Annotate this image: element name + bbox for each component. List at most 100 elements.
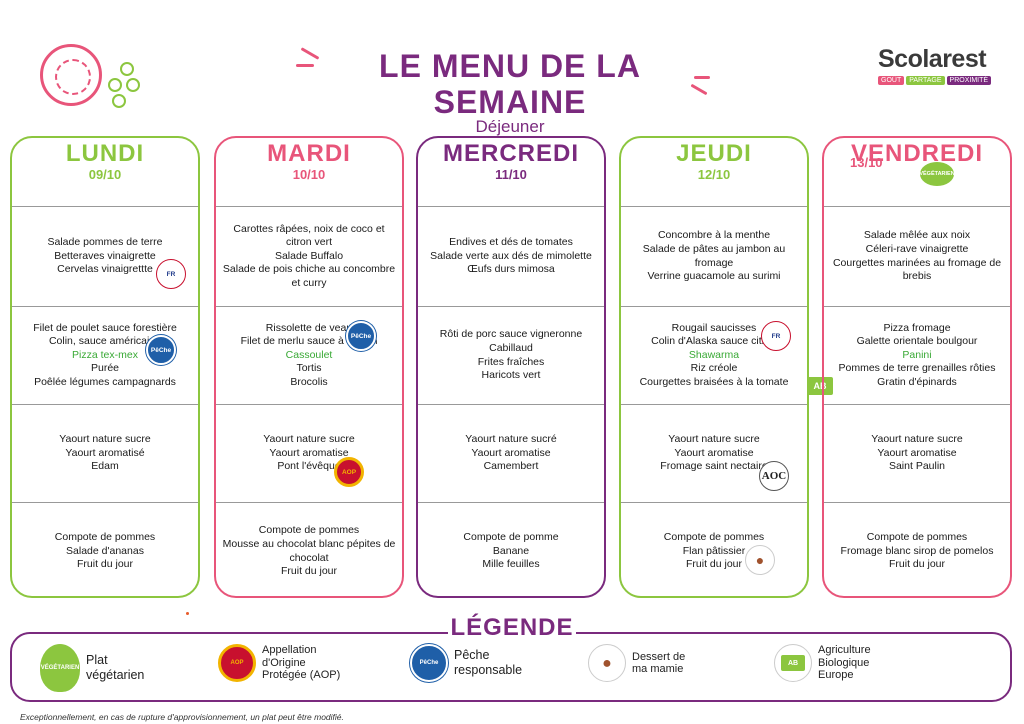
- menu-item: Concombre à la menthe: [657, 229, 771, 242]
- eu-organic-icon: AB: [807, 377, 833, 395]
- peche-responsable-icon: PêChe: [346, 321, 376, 351]
- menu-item: Fruit du jour: [280, 565, 338, 578]
- menu-item: Frites fraîches: [477, 355, 545, 368]
- menu-item: Poêlée légumes campagnards: [34, 375, 176, 388]
- eu-organic-icon: AB: [774, 644, 812, 682]
- menu-item: Yaourt nature sucré: [465, 433, 557, 446]
- menu-item: Panini: [902, 348, 932, 361]
- menu-item: Edam: [91, 460, 119, 473]
- menu-item: Yaourt aromatise: [877, 446, 957, 459]
- scolarest-logo: Scolarest GOÛT PARTAGE PROXIMITÉ: [878, 46, 1012, 96]
- cupcake-icon: ●: [588, 644, 626, 682]
- stray-dot: [186, 612, 189, 615]
- menu-item: Filet de poulet sauce forestière: [33, 321, 177, 334]
- menu-item: Salade mêlée aux noix: [863, 229, 971, 242]
- menu-item: Salade de pâtes au jambon au fromage: [642, 242, 786, 269]
- legend-title: LÉGENDE: [448, 612, 576, 644]
- pea-decoration: [120, 62, 134, 76]
- menu-item: Yaourt nature sucre: [59, 433, 151, 446]
- peche-icon-text: PêChe: [419, 659, 439, 666]
- pizza-illustration: [40, 44, 102, 106]
- day-name: VENDREDI: [850, 140, 984, 167]
- logo-tag-1: GOÛT: [878, 76, 905, 85]
- menu-item: Salade Buffalo: [274, 249, 344, 262]
- legend-item-peche: PêChe Pêche responsable: [410, 644, 522, 682]
- day-name: MARDI: [267, 140, 351, 167]
- menu-item: Compote de pommes: [866, 531, 968, 544]
- menu-item: Compote de pommes: [258, 524, 360, 537]
- menu-item: Mille feuilles: [482, 558, 540, 571]
- day-date: 10/10: [292, 167, 326, 182]
- menu-item: Camembert: [483, 460, 539, 473]
- aop-icon: AOP: [218, 644, 256, 682]
- menu-item: Haricots vert: [481, 369, 541, 382]
- pea-decoration: [108, 78, 122, 92]
- menu-item: Cervelas vinaigrettte: [57, 263, 153, 276]
- menu-item: Galette orientale boulgour: [856, 335, 978, 348]
- menu-item: Gratin d'épinards: [877, 375, 957, 388]
- page-subtitle: Déjeuner: [475, 117, 545, 136]
- vegetarian-icon: VÉGÉTARIEN: [40, 644, 80, 692]
- logo-name: Scolarest: [878, 45, 987, 73]
- menu-item: Yaourt aromatisé: [65, 446, 145, 459]
- legend-label: Plat végétarien: [86, 653, 145, 682]
- menu-item: Yaourt nature sucre: [871, 433, 963, 446]
- menu-item: Fruit du jour: [76, 558, 134, 571]
- menu-item: Salade de pois chiche au concombre et cu…: [222, 263, 396, 289]
- menu-section-starters: Carottes râpées, noix de coco et citron …: [216, 206, 402, 306]
- day-date: 11/10: [495, 167, 527, 182]
- menu-item: Fromage saint nectaire: [660, 460, 768, 473]
- menu-item: Yaourt aromatise: [471, 446, 551, 459]
- menu-item: Flan pâtissier: [682, 544, 746, 557]
- menu-item: Œufs durs mimosa: [467, 263, 555, 276]
- spark-decoration: [694, 76, 710, 79]
- peche-responsable-icon: PêChe: [410, 644, 448, 682]
- day-date: 12/10: [697, 167, 731, 182]
- footnote: Exceptionnellement, en cas de rupture d'…: [20, 712, 344, 722]
- menu-item: Salade verte aux dés de mimolette: [430, 249, 592, 262]
- menu-item: Tortis: [296, 362, 322, 375]
- menu-item: Rissolette de veau: [265, 321, 353, 334]
- legend-label: Agriculture Biologique Europe: [818, 644, 871, 682]
- day-date: 13/10: [850, 155, 883, 170]
- menu-item: Yaourt aromatise: [674, 446, 754, 459]
- legend-item-vegetarian: VÉGÉTARIEN Plat végétarien: [40, 644, 144, 692]
- menu-item: Betteraves vinaigrette: [54, 249, 156, 262]
- vegetarian-icon-text: VÉGÉTARIEN: [40, 664, 80, 671]
- page-title: LE MENU DE LA SEMAINE: [379, 48, 641, 120]
- aop-icon-text: AOP: [230, 659, 244, 666]
- menu-item: Yaourt nature sucre: [263, 433, 355, 446]
- menu-item: Fruit du jour: [888, 558, 946, 571]
- menu-item: Pizza tex-mex: [72, 348, 138, 361]
- menu-item: Pizza fromage: [883, 321, 951, 334]
- legend-item-bio: AB Agriculture Biologique Europe: [774, 644, 871, 682]
- french-origin-icon: FR: [761, 321, 791, 351]
- menu-item: Fromage blanc sirop de pomelos: [840, 544, 994, 557]
- cupcake-icon: ●: [745, 545, 775, 575]
- legend-item-aop: AOP Appellation d'Origine Protégée (AOP): [218, 644, 340, 682]
- menu-item: Carottes râpées, noix de coco et citron …: [233, 222, 385, 249]
- day-name: MERCREDI: [442, 140, 579, 167]
- peche-responsable-icon: PêChe: [146, 335, 176, 365]
- aoc-icon: AOC: [759, 461, 789, 491]
- menu-item: Colin d'Alaska sauce citron: [651, 335, 777, 348]
